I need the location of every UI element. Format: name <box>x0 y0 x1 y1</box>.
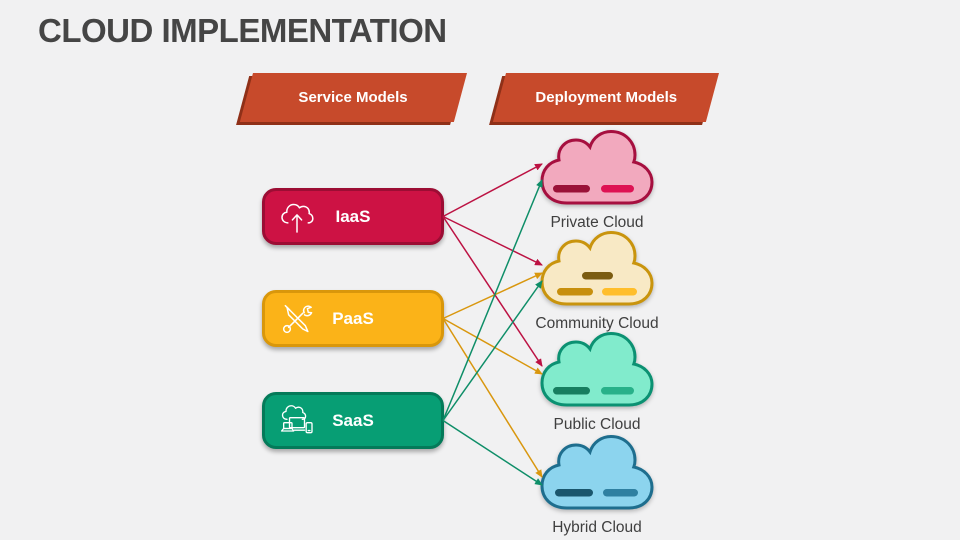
arrow-paas-to-hybrid <box>442 318 543 478</box>
cloud-dash <box>553 185 590 193</box>
cloud-label-community: Community Cloud <box>535 315 659 332</box>
cloud-label-hybrid: Hybrid Cloud <box>552 519 642 536</box>
service-models-header: Service Models <box>239 73 467 122</box>
cloud-dash <box>601 387 634 395</box>
service-models-label: Service Models <box>298 89 409 106</box>
arrow-saas-to-community <box>442 280 543 421</box>
hybrid-cloud-shape <box>540 435 654 510</box>
page-title: CLOUD IMPLEMENTATION <box>38 12 447 49</box>
cloud-hybrid: Hybrid Cloud <box>537 435 657 536</box>
service-label-saas: SaaS <box>332 410 374 430</box>
cloud-upload-icon <box>277 197 317 237</box>
deployment-models-label: Deployment Models <box>535 89 677 106</box>
cloud-private: Private Cloud <box>537 130 657 231</box>
service-box-saas: SaaS <box>262 392 444 449</box>
service-box-iaas: IaaS <box>262 188 444 245</box>
deployment-models-header: Deployment Models <box>492 73 719 122</box>
cloud-label-public: Public Cloud <box>553 416 641 433</box>
cloud-community: Community Cloud <box>535 231 659 332</box>
cloud-dash <box>553 387 590 395</box>
tools-icon <box>277 299 317 339</box>
cloud-public: Public Cloud <box>537 332 657 433</box>
arrow-paas-to-community <box>442 272 543 320</box>
service-box-paas: PaaS <box>262 290 444 347</box>
cloud-dash <box>602 288 637 296</box>
cloud-devices-icon <box>277 401 317 441</box>
cloud-dash <box>582 272 613 280</box>
cloud-dash <box>557 288 593 296</box>
cloud-dash <box>603 489 638 497</box>
cloud-label-private: Private Cloud <box>550 214 644 231</box>
service-label-iaas: IaaS <box>335 206 371 226</box>
arrow-iaas-to-private <box>442 163 543 218</box>
cloud-dash <box>555 489 593 497</box>
arrow-iaas-to-public <box>442 216 543 367</box>
community-cloud-shape <box>540 231 654 306</box>
cloud-dash <box>601 185 634 193</box>
service-label-paas: PaaS <box>332 308 374 328</box>
